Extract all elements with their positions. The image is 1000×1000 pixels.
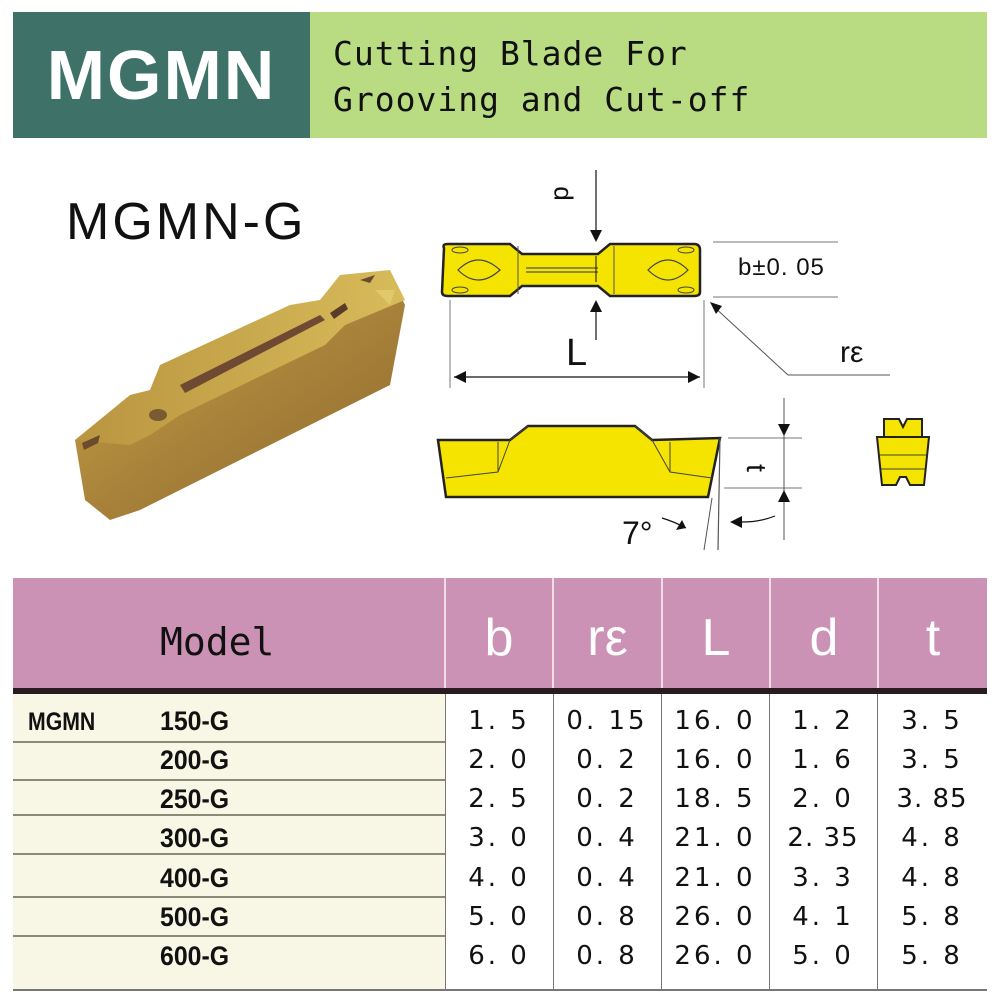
column-header-model: Model — [160, 620, 275, 664]
row-divider — [13, 853, 445, 855]
title-line-1: Cutting Blade For — [333, 34, 688, 73]
model-cell: 600-G — [160, 941, 230, 971]
cell-r-epsilon: 0. 2 — [576, 784, 638, 814]
cell-d: 3. 3 — [792, 863, 854, 893]
header-rule — [13, 688, 987, 694]
model-cell: 500-G — [160, 902, 230, 932]
top-view-drawing — [440, 170, 890, 388]
column-divider — [877, 694, 878, 990]
cell-b: 5. 0 — [468, 902, 530, 932]
cell-L: 26. 0 — [674, 902, 756, 932]
row-divider — [13, 814, 445, 816]
model-cell: 150-G — [160, 706, 230, 736]
product-code-banner: MGMN — [13, 12, 310, 138]
column-header-t: t — [925, 609, 941, 667]
label-angle: 7° — [622, 515, 653, 551]
model-cell: 300-G — [160, 823, 230, 853]
cell-d: 5. 0 — [792, 941, 854, 971]
cell-L: 21. 0 — [674, 823, 756, 853]
cell-t: 4. 8 — [901, 863, 963, 893]
cell-b: 2. 5 — [468, 784, 530, 814]
row-divider — [13, 741, 445, 743]
cell-r-epsilon: 0. 8 — [576, 902, 638, 932]
column-divider — [445, 694, 446, 990]
cell-b: 3. 0 — [468, 823, 530, 853]
column-divider — [661, 694, 662, 990]
cell-r-epsilon: 0. 15 — [566, 706, 648, 736]
cell-d: 1. 6 — [792, 745, 854, 775]
header-divider — [769, 578, 771, 688]
cell-r-epsilon: 0. 8 — [576, 941, 638, 971]
side-view-drawing — [436, 398, 802, 551]
cell-r-epsilon: 0. 2 — [576, 745, 638, 775]
label-r-epsilon: rε — [840, 336, 864, 369]
model-cell: 200-G — [160, 745, 230, 775]
table-header — [13, 578, 987, 688]
column-header-d: d — [809, 609, 839, 667]
model-column — [13, 694, 445, 990]
column-divider — [553, 694, 554, 990]
insert-photo — [75, 270, 405, 520]
series-label: MGMN — [28, 708, 96, 736]
cell-L: 16. 0 — [674, 745, 756, 775]
model-cell: 400-G — [160, 863, 230, 893]
column-header-r-epsilon: rε — [587, 609, 628, 667]
cell-d: 2. 0 — [792, 784, 854, 814]
cell-t: 3. 5 — [901, 706, 963, 736]
cell-r-epsilon: 0. 4 — [576, 823, 638, 853]
label-d: d — [548, 186, 579, 201]
cell-r-epsilon: 0. 4 — [576, 863, 638, 893]
cell-t: 5. 8 — [901, 902, 963, 932]
header-divider — [444, 578, 446, 688]
row-divider — [13, 896, 445, 898]
label-t: t — [740, 464, 772, 472]
cell-b: 4. 0 — [468, 863, 530, 893]
cell-t: 3. 5 — [901, 745, 963, 775]
variant-title: MGMN-G — [66, 193, 307, 251]
cell-d: 2. 35 — [787, 823, 859, 853]
cell-t: 4. 8 — [901, 823, 963, 853]
column-header-b: b — [484, 609, 514, 667]
row-divider — [13, 935, 445, 937]
column-header-L: L — [701, 609, 731, 667]
header-divider — [877, 578, 879, 688]
cell-L: 16. 0 — [674, 706, 756, 736]
cell-d: 4. 1 — [792, 902, 854, 932]
cell-t: 3. 85 — [896, 784, 968, 814]
model-cell: 250-G — [160, 784, 230, 814]
cell-L: 26. 0 — [674, 941, 756, 971]
column-divider — [769, 694, 770, 990]
header-divider — [552, 578, 554, 688]
header-divider — [661, 578, 663, 688]
cell-d: 1. 2 — [792, 706, 854, 736]
data-columns — [445, 694, 987, 990]
cell-t: 5. 8 — [901, 941, 963, 971]
cell-b: 2. 0 — [468, 745, 530, 775]
table-bottom-rule — [13, 989, 987, 991]
title-line-2: Grooving and Cut-off — [333, 80, 751, 119]
cell-L: 21. 0 — [674, 863, 756, 893]
label-b-tolerance: b±0. 05 — [738, 254, 825, 281]
row-divider — [13, 779, 445, 781]
product-title-banner — [310, 12, 987, 138]
cell-L: 18. 5 — [674, 784, 756, 814]
cell-b: 1. 5 — [468, 706, 530, 736]
label-L: L — [566, 332, 588, 374]
end-view-drawing — [875, 418, 931, 486]
cell-b: 6. 0 — [468, 941, 530, 971]
